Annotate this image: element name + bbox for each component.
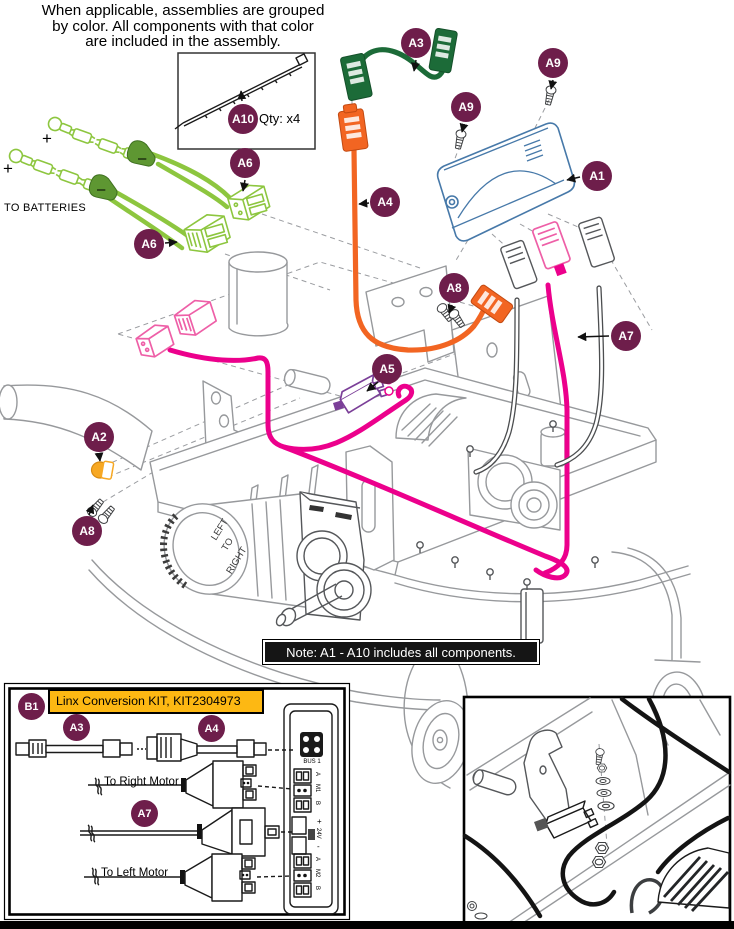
panel-m1-a-label: A xyxy=(314,772,320,777)
inset-cable-a4 xyxy=(146,733,296,762)
callout-a6-2: A6 xyxy=(134,229,164,259)
battery-negative-label: – xyxy=(97,181,106,198)
callout-a4: A4 xyxy=(370,187,400,217)
battery-connector-block xyxy=(227,184,271,221)
kit-contents-inset xyxy=(3,682,351,921)
bus-plug-orange xyxy=(337,103,369,152)
to-batteries-label: TO BATTERIES xyxy=(4,202,87,214)
panel-m1-label: M1 xyxy=(314,784,320,793)
bus-jumper-cable xyxy=(340,27,458,101)
inset-a7-cable xyxy=(80,807,292,857)
callout-leaders xyxy=(85,59,610,516)
controller-leads xyxy=(473,216,615,475)
inset-left-motor-lead xyxy=(84,853,293,902)
battery-positive-label: + xyxy=(3,159,13,178)
callout-a5: A5 xyxy=(372,354,402,384)
panel-m2-label: M2 xyxy=(314,869,320,878)
panel-minus-label: - xyxy=(317,842,320,851)
battery-connector-block xyxy=(183,214,231,253)
panel-bus1-label: BUS 1 xyxy=(303,759,321,765)
battery-negative-label: – xyxy=(138,150,147,167)
callout-b1: B1 xyxy=(18,693,45,720)
panel-m1-b-label: B xyxy=(314,801,320,806)
components-note-text: Note: A1 - A10 includes all components. xyxy=(265,642,537,662)
color-grouping-note-line2: by color. All components with that color xyxy=(52,17,314,35)
callout-a6: A6 xyxy=(230,148,260,178)
color-grouping-note: When applicable, assemblies are grouped … xyxy=(0,3,366,50)
inset-right-motor-lead xyxy=(88,760,293,809)
controller-plug-black xyxy=(500,239,538,290)
left-motor: LEFT TO RIGHT xyxy=(160,491,372,627)
controller-plug-pink xyxy=(531,221,571,277)
color-grouping-note-line3: are included in the assembly. xyxy=(85,33,281,51)
callout-a4-inset: A4 xyxy=(198,715,225,742)
installed-view-inset xyxy=(462,695,732,927)
panel-m2-b-label: B xyxy=(314,886,320,891)
to-right-motor-label: To Right Motor xyxy=(104,776,179,788)
callout-a9: A9 xyxy=(538,48,568,78)
bus-plug xyxy=(428,27,458,74)
callout-a7: A7 xyxy=(611,321,641,351)
callout-a10: A10 xyxy=(228,104,258,134)
bus-cable-orange xyxy=(337,103,514,353)
callout-a1: A1 xyxy=(582,161,612,191)
battery-positive-label: + xyxy=(42,129,52,148)
inset-controller-panel xyxy=(283,703,339,915)
inset-cable-a3 xyxy=(15,739,146,758)
battery-boot xyxy=(126,140,156,167)
components-note-box: Note: A1 - A10 includes all components. xyxy=(262,639,540,665)
bus-plug-orange xyxy=(470,284,514,324)
callout-a8-2: A8 xyxy=(72,516,102,546)
callout-a9-2: A9 xyxy=(451,92,481,122)
bus-plug xyxy=(340,53,373,101)
callout-a8: A8 xyxy=(439,273,469,303)
panel-m2-a-label: A xyxy=(314,857,320,862)
callout-a2: A2 xyxy=(84,422,114,452)
callout-a3: A3 xyxy=(401,28,431,58)
panel-plus-label: + xyxy=(317,817,322,826)
motor-harness xyxy=(135,282,570,581)
qty-label: Qty: x4 xyxy=(259,111,301,126)
motor-connector-pink xyxy=(173,299,218,336)
cable-tie-box xyxy=(174,52,316,150)
callout-a7-inset: A7 xyxy=(131,800,158,827)
color-grouping-note-line1: When applicable, assemblies are grouped xyxy=(41,2,325,19)
motor-connector-pink xyxy=(135,324,175,358)
panel-24v-label: 24V xyxy=(315,828,321,839)
battery-boot xyxy=(88,174,118,201)
page-bottom-rule xyxy=(0,921,734,929)
controller-plug-black xyxy=(578,216,615,268)
controller-module xyxy=(436,122,576,242)
kit-label-box: Linx Conversion KIT, KIT2304973 xyxy=(48,689,264,714)
amber-plug xyxy=(90,460,115,480)
callout-a3-inset: A3 xyxy=(63,714,90,741)
to-left-motor-label: To Left Motor xyxy=(101,867,169,879)
